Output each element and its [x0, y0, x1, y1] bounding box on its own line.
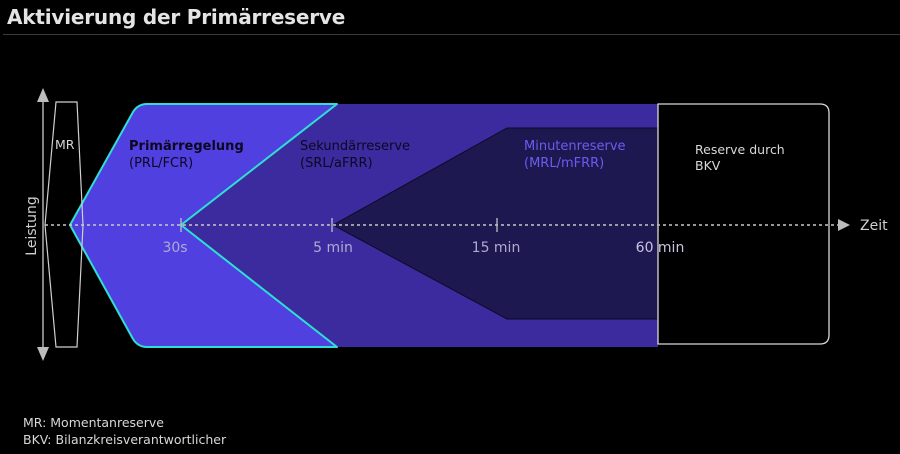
bkv-title: Reserve durch — [695, 142, 785, 157]
mr-label: MR — [55, 137, 75, 152]
tick-5min: 5 min — [313, 218, 353, 256]
legend: MR: Momentanreserve BKV: Bilanzkreisvera… — [23, 414, 226, 448]
mrl-title: Minutenreserve — [524, 139, 626, 154]
tick-30s: 30s — [162, 218, 188, 256]
tick-label: 5 min — [313, 240, 353, 256]
tick-15min: 15 min — [472, 218, 521, 256]
y-axis-label: Leistung — [24, 196, 40, 255]
y-axis-arrow-down-icon — [37, 347, 49, 361]
y-axis-arrow-up-icon — [37, 88, 49, 102]
page-title: Aktivierung der Primärreserve — [7, 5, 346, 29]
prl-subtitle: (PRL/FCR) — [129, 156, 193, 171]
x-axis-arrow-icon — [838, 219, 850, 231]
tick-60min: 60 min — [636, 218, 685, 256]
tick-label: 30s — [162, 240, 187, 256]
tick-label: 60 min — [636, 240, 685, 256]
title-divider — [3, 34, 900, 35]
prl-title: Primärregelung — [129, 139, 244, 154]
mrl-subtitle: (MRL/mFRR) — [524, 156, 604, 171]
legend-item-mr: MR: Momentanreserve — [23, 415, 164, 430]
bkv-subtitle: BKV — [695, 158, 721, 173]
legend-item-bkv: BKV: Bilanzkreisverantwortlicher — [23, 432, 227, 447]
tick-label: 15 min — [472, 240, 521, 256]
x-axis-label: Zeit — [860, 218, 888, 234]
bkv-region — [657, 103, 830, 345]
srl-title: Sekundärreserve — [300, 139, 410, 154]
srl-subtitle: (SRL/aFRR) — [300, 156, 373, 171]
